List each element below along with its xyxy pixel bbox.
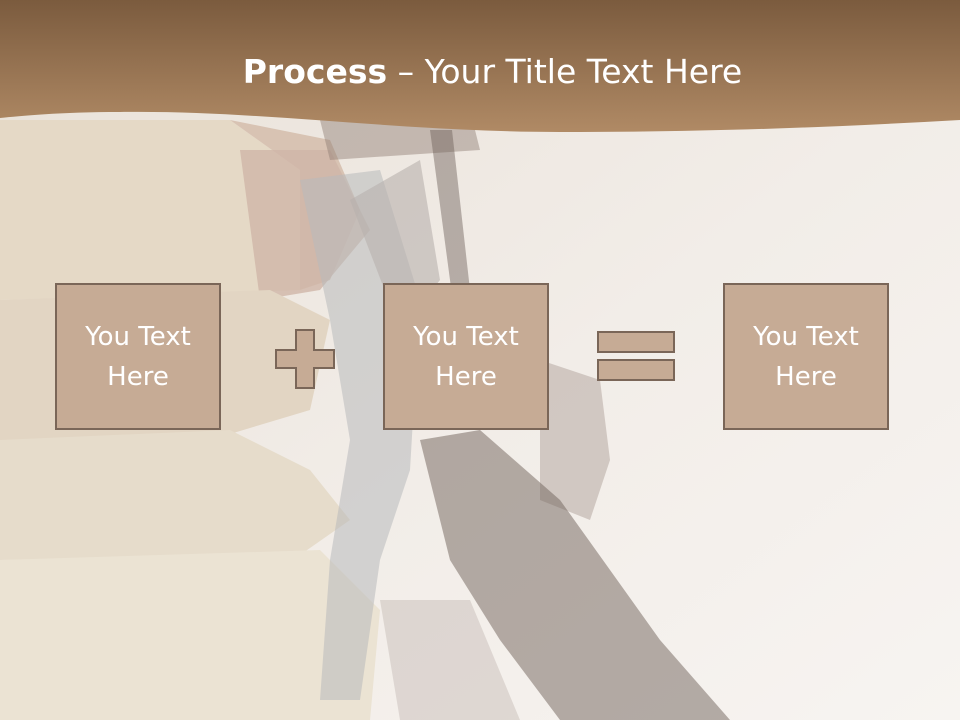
- header-banner: [0, 0, 960, 132]
- process-box-label: You Text Here: [413, 321, 519, 392]
- tassel-illustration: [320, 110, 730, 720]
- process-box-label: You Text Here: [753, 321, 859, 392]
- process-box-2: You Text Here: [383, 283, 549, 430]
- title-rest: – Your Title Text Here: [387, 52, 743, 91]
- slide-title: Process – Your Title Text Here: [0, 52, 960, 91]
- equals-icon: [597, 331, 675, 381]
- process-box-label: You Text Here: [85, 321, 191, 392]
- plus-icon: [275, 329, 335, 389]
- process-box-1: You Text Here: [55, 283, 221, 430]
- process-box-3: You Text Here: [723, 283, 889, 430]
- title-bold: Process: [242, 52, 388, 91]
